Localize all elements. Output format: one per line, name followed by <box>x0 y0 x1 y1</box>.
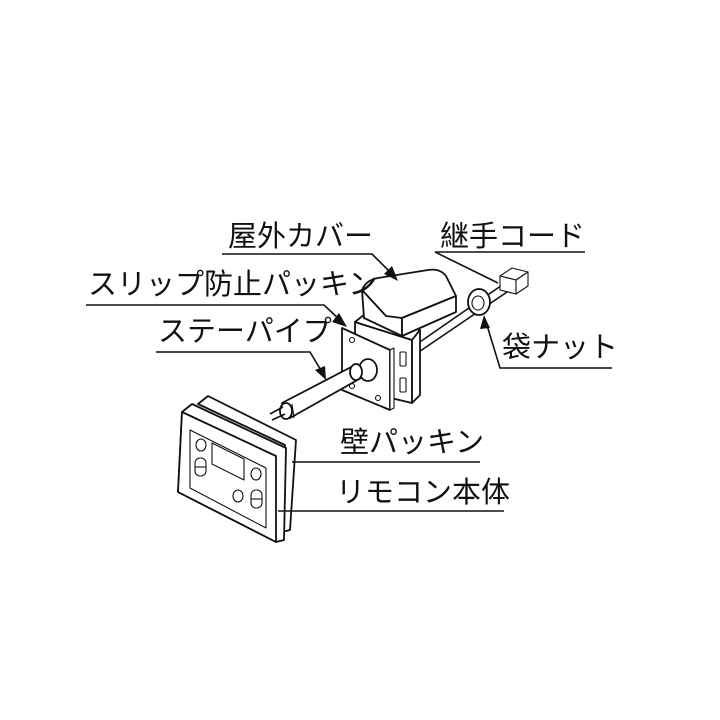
label-stay-pipe: ステーパイプ <box>158 314 332 348</box>
label-cap-nut: 袋ナット <box>502 330 618 364</box>
label-slip-prevention-packing: スリップ防止パッキン <box>88 267 377 301</box>
stay-pipe <box>269 363 363 421</box>
label-remote-body: リモコン本体 <box>336 475 510 509</box>
remote-body <box>177 403 287 543</box>
leader-joint-cord <box>434 251 585 284</box>
leader-slip-prevention-packing <box>86 304 341 321</box>
wall-packing <box>197 395 297 533</box>
slip-prevention-packing <box>341 327 395 411</box>
leader-cap-nut <box>485 321 612 369</box>
label-outdoor-cover: 屋外カバー <box>228 219 373 253</box>
label-wall-packing: 壁パッキン <box>340 425 484 459</box>
cap-nut <box>467 288 491 316</box>
leader-outdoor-cover <box>222 253 393 275</box>
leader-stay-pipe <box>156 351 323 373</box>
label-joint-cord: 継手コード <box>440 219 585 253</box>
